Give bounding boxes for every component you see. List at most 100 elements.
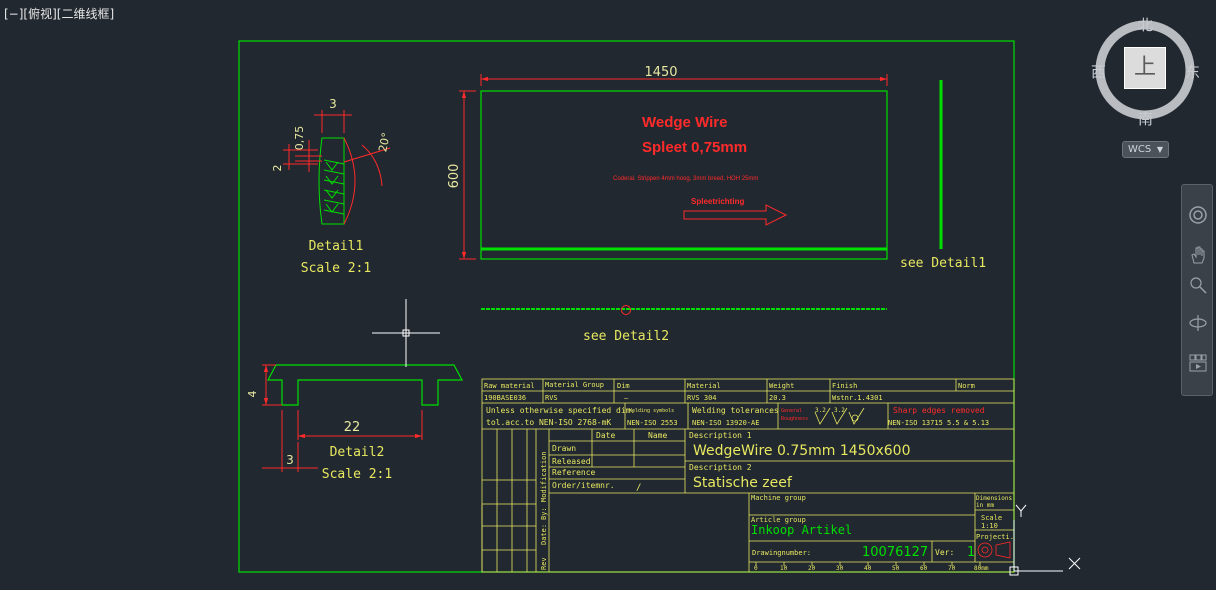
compass-west[interactable]: 西: [1091, 63, 1107, 81]
wcs-menu-button[interactable]: WCS ▼: [1122, 141, 1169, 158]
detail1-dim-3: 3: [329, 97, 337, 111]
tb-material-value: RVS 304: [687, 394, 717, 402]
tb-sharp-edges-header: Sharp edges removed: [893, 406, 985, 415]
tb-ruler-80: 80mm: [974, 565, 989, 572]
tb-version-value: 1: [967, 545, 975, 560]
tb-order: Order/itemnr.: [552, 481, 615, 490]
tb-machine-group-header: Machine group: [751, 494, 806, 502]
tb-in-mm: in mm: [976, 502, 994, 509]
detail2-dim-22: 22: [344, 420, 361, 435]
direction-label: Spleetrichting: [691, 197, 744, 206]
viewcube-ring[interactable]: [1095, 20, 1195, 120]
detail1-dim-075: 0,75: [293, 126, 306, 151]
tb-material-group-header: Material Group: [545, 381, 604, 389]
ucs-icon: [1009, 504, 1081, 576]
tb-material-group-value: RVS: [545, 394, 558, 402]
detail1-title: Detail1: [309, 239, 364, 254]
steering-wheel-icon[interactable]: [1188, 205, 1208, 225]
tb-modification-label: Modification: [540, 451, 548, 502]
tb-tolerance-line1: Unless otherwise specified dim.: [486, 406, 635, 415]
tb-date-label: Date:: [540, 524, 548, 545]
tb-roughness-2: 3.2: [834, 407, 845, 414]
tb-description2-header: Description 2: [689, 463, 752, 472]
tb-by-label: By:: [540, 507, 548, 520]
tb-dim-value: —: [624, 394, 629, 402]
tb-article-group-value: Inkoop Artikel: [751, 523, 852, 537]
detail2-scale: Scale 2:1: [322, 467, 392, 482]
tb-weight-value: 20.3: [769, 394, 786, 402]
tb-scale-value: 1:10: [981, 522, 998, 530]
tb-article-group-header: Article group: [751, 516, 806, 524]
detail2-dim-4: 4: [246, 391, 259, 398]
tb-drawing-number-header: Drawingnumber:: [752, 549, 811, 557]
plate-title-2: Spleet 0,75mm: [642, 139, 747, 156]
orbit-icon[interactable]: [1188, 313, 1208, 333]
tb-raw-material-value: 190BASE036: [484, 394, 526, 402]
tb-finish-header: Finish: [832, 382, 857, 390]
tb-ruler-40: 40: [864, 565, 872, 572]
tb-drawn: Drawn: [552, 444, 576, 453]
plate-width-dimension: 1450: [644, 65, 677, 80]
tb-ruler-60: 60: [920, 565, 928, 572]
detail1-scale: Scale 2:1: [301, 261, 371, 276]
tb-welding-symbols-value: NEN-ISO 2553: [627, 419, 678, 427]
crosshair-cursor: [372, 299, 440, 367]
navigation-bar: [1181, 184, 1213, 396]
tb-sharp-edges-value: NEN-ISO 13715 5.5 & 5.13: [888, 419, 989, 427]
showmotion-icon[interactable]: [1188, 353, 1208, 373]
tb-raw-material-header: Raw material: [484, 382, 535, 390]
pan-hand-icon[interactable]: [1188, 245, 1208, 265]
tb-weight-header: Weight: [769, 382, 794, 390]
sheet-border: [238, 40, 1015, 573]
compass-east[interactable]: 东: [1185, 63, 1201, 81]
detail1-dim-2: 2: [271, 165, 284, 172]
plate-note: Coderal. Strippen 4mm hoog, 3mm breed, H…: [613, 176, 758, 182]
compass-south[interactable]: 南: [1138, 110, 1154, 128]
zoom-extents-icon[interactable]: [1188, 275, 1208, 295]
tb-tolerance-line2: tol.acc.to NEN-ISO 2768-mK: [486, 418, 611, 427]
tb-ruler-20: 20: [808, 565, 816, 572]
tb-material-header: Material: [687, 382, 721, 390]
tb-scale-header: Scale: [981, 514, 1002, 522]
tb-ruler-30: 30: [836, 565, 844, 572]
plate-height-dimension: 600: [447, 164, 462, 189]
tb-date-header: Date: [596, 431, 615, 440]
see-detail2-label: see Detail2: [583, 329, 669, 344]
tb-finish-value: Wstnr.1.4301: [832, 394, 883, 402]
tb-ruler-10: 10: [780, 565, 788, 572]
tb-version-header: Ver:: [935, 548, 954, 557]
tb-ruler-0: 0: [754, 565, 758, 572]
tb-rev-label: Rev: [540, 557, 548, 570]
tb-roughness: Roughness: [781, 416, 808, 422]
tb-dim-header: Dim: [617, 382, 630, 390]
tb-dimensions-header: Dimensions: [976, 495, 1013, 502]
tb-projection-header: Projecti.: [976, 533, 1014, 541]
see-detail1-label: see Detail1: [900, 256, 986, 271]
tb-welding-tolerances-header: Welding tolerances: [692, 406, 779, 415]
tb-ruler-50: 50: [892, 565, 900, 572]
detail1-view: [283, 110, 391, 225]
tb-welding-tolerances-value: NEN-ISO 13920-AE: [692, 419, 759, 427]
tb-welding-symbols-header: Welding symbols: [629, 408, 674, 414]
detail1-angle: 20°: [376, 131, 393, 153]
tb-name-header: Name: [648, 431, 667, 440]
detail2-dim-3: 3: [286, 453, 294, 467]
viewcube-top-face[interactable]: 上: [1124, 47, 1166, 89]
wcs-label: WCS: [1128, 144, 1152, 155]
detail2-view: [262, 364, 463, 472]
title-block: [481, 378, 1015, 573]
tb-description1-value: WedgeWire 0.75mm 1450x600: [693, 443, 911, 459]
plate-view: [459, 74, 943, 315]
tb-description2-value: Statische zeef: [693, 475, 793, 491]
tb-drawing-number-value: 10076127: [862, 545, 928, 560]
tb-reference: Reference: [552, 468, 596, 477]
viewport-label[interactable]: [−][俯视][二维线框]: [4, 7, 115, 21]
tb-ruler-70: 70: [948, 565, 956, 572]
tb-released: Released: [552, 457, 591, 466]
compass-north[interactable]: 北: [1138, 16, 1154, 34]
tb-description1-header: Description 1: [689, 431, 752, 440]
tb-general-roughness: General: [781, 408, 802, 414]
detail2-title: Detail2: [330, 445, 385, 460]
tb-roughness-1: 3.2: [815, 407, 826, 414]
